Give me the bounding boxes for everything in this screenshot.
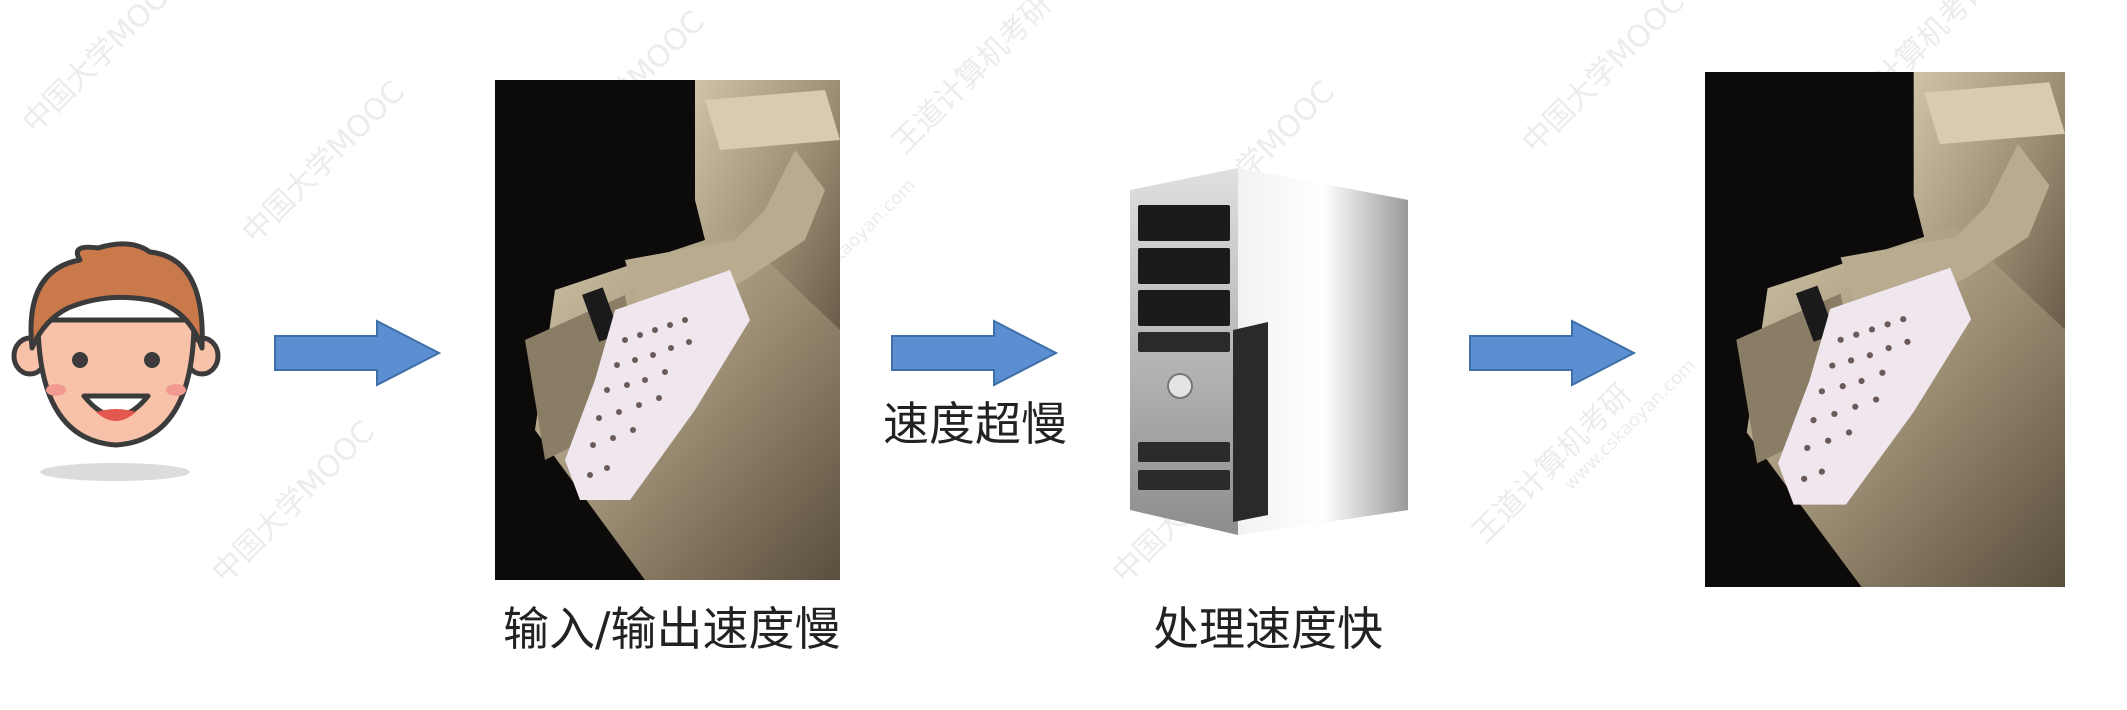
arrow-right-icon: [1469, 319, 1637, 387]
label-io-speed: 输入/输出速度慢: [503, 602, 841, 656]
watermark: 中国大学MOOC: [235, 74, 412, 251]
watermark: 王道计算机考研: [1465, 377, 1639, 551]
hair: [28, 241, 205, 351]
power-button: [1167, 373, 1193, 399]
left-eye: [72, 352, 88, 368]
arrow-right-icon: [274, 319, 442, 387]
desktop-computer-icon: [1130, 168, 1408, 535]
teletype-output-image: [1705, 72, 2065, 587]
shadow: [40, 463, 190, 481]
boy-face-icon: [11, 241, 221, 481]
watermark: 中国大学MOOC: [205, 414, 382, 591]
watermark: 王道计算机考研: [885, 0, 1059, 161]
right-eye: [144, 352, 160, 368]
label-processing-speed: 处理速度快: [1153, 602, 1383, 656]
watermark: 中国大学MOOC: [15, 0, 192, 141]
label-slow-speed: 速度超慢: [883, 397, 1067, 451]
teletype-input-image: [495, 80, 840, 580]
watermark: 中国大学MOOC: [1515, 0, 1692, 161]
arrow-right-icon: [891, 319, 1059, 387]
